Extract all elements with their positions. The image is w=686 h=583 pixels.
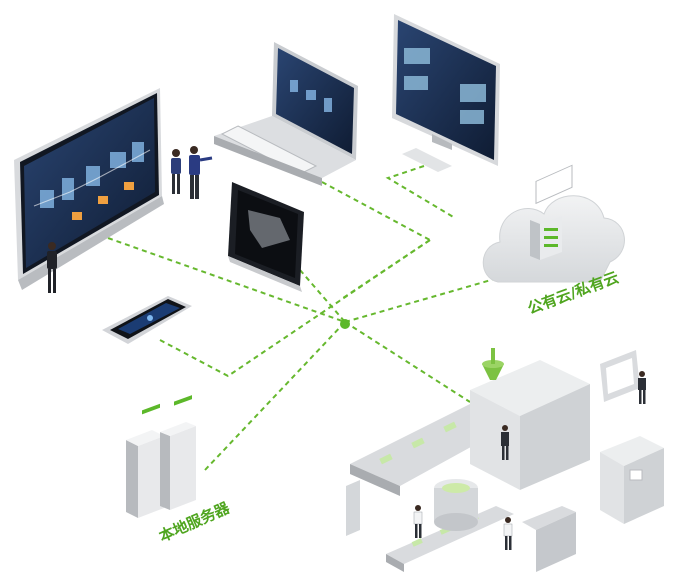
factory-line-icon [346,164,664,572]
local-server-icon [126,395,196,518]
link-tablet [299,269,346,323]
link-factory [344,321,471,403]
cloud-server-icon [482,195,625,283]
link-laptop [321,181,431,241]
link-local-server [204,321,346,471]
link-phone [159,239,431,378]
video-wall-icon [14,88,213,293]
worker-figures [413,371,646,550]
network-hub-icon [340,319,350,329]
laptop-icon [214,42,358,186]
link-hub-cloud [339,239,431,301]
link-video-wall [107,237,346,323]
tablet-icon [228,182,304,292]
cloud-server-rack [530,216,562,260]
people-figures [47,146,213,293]
desktop-monitor-icon [392,14,500,172]
link-monitor [385,165,456,219]
connection-lines [107,165,499,471]
link-cloud [344,277,499,323]
smartphone-icon [102,296,192,344]
